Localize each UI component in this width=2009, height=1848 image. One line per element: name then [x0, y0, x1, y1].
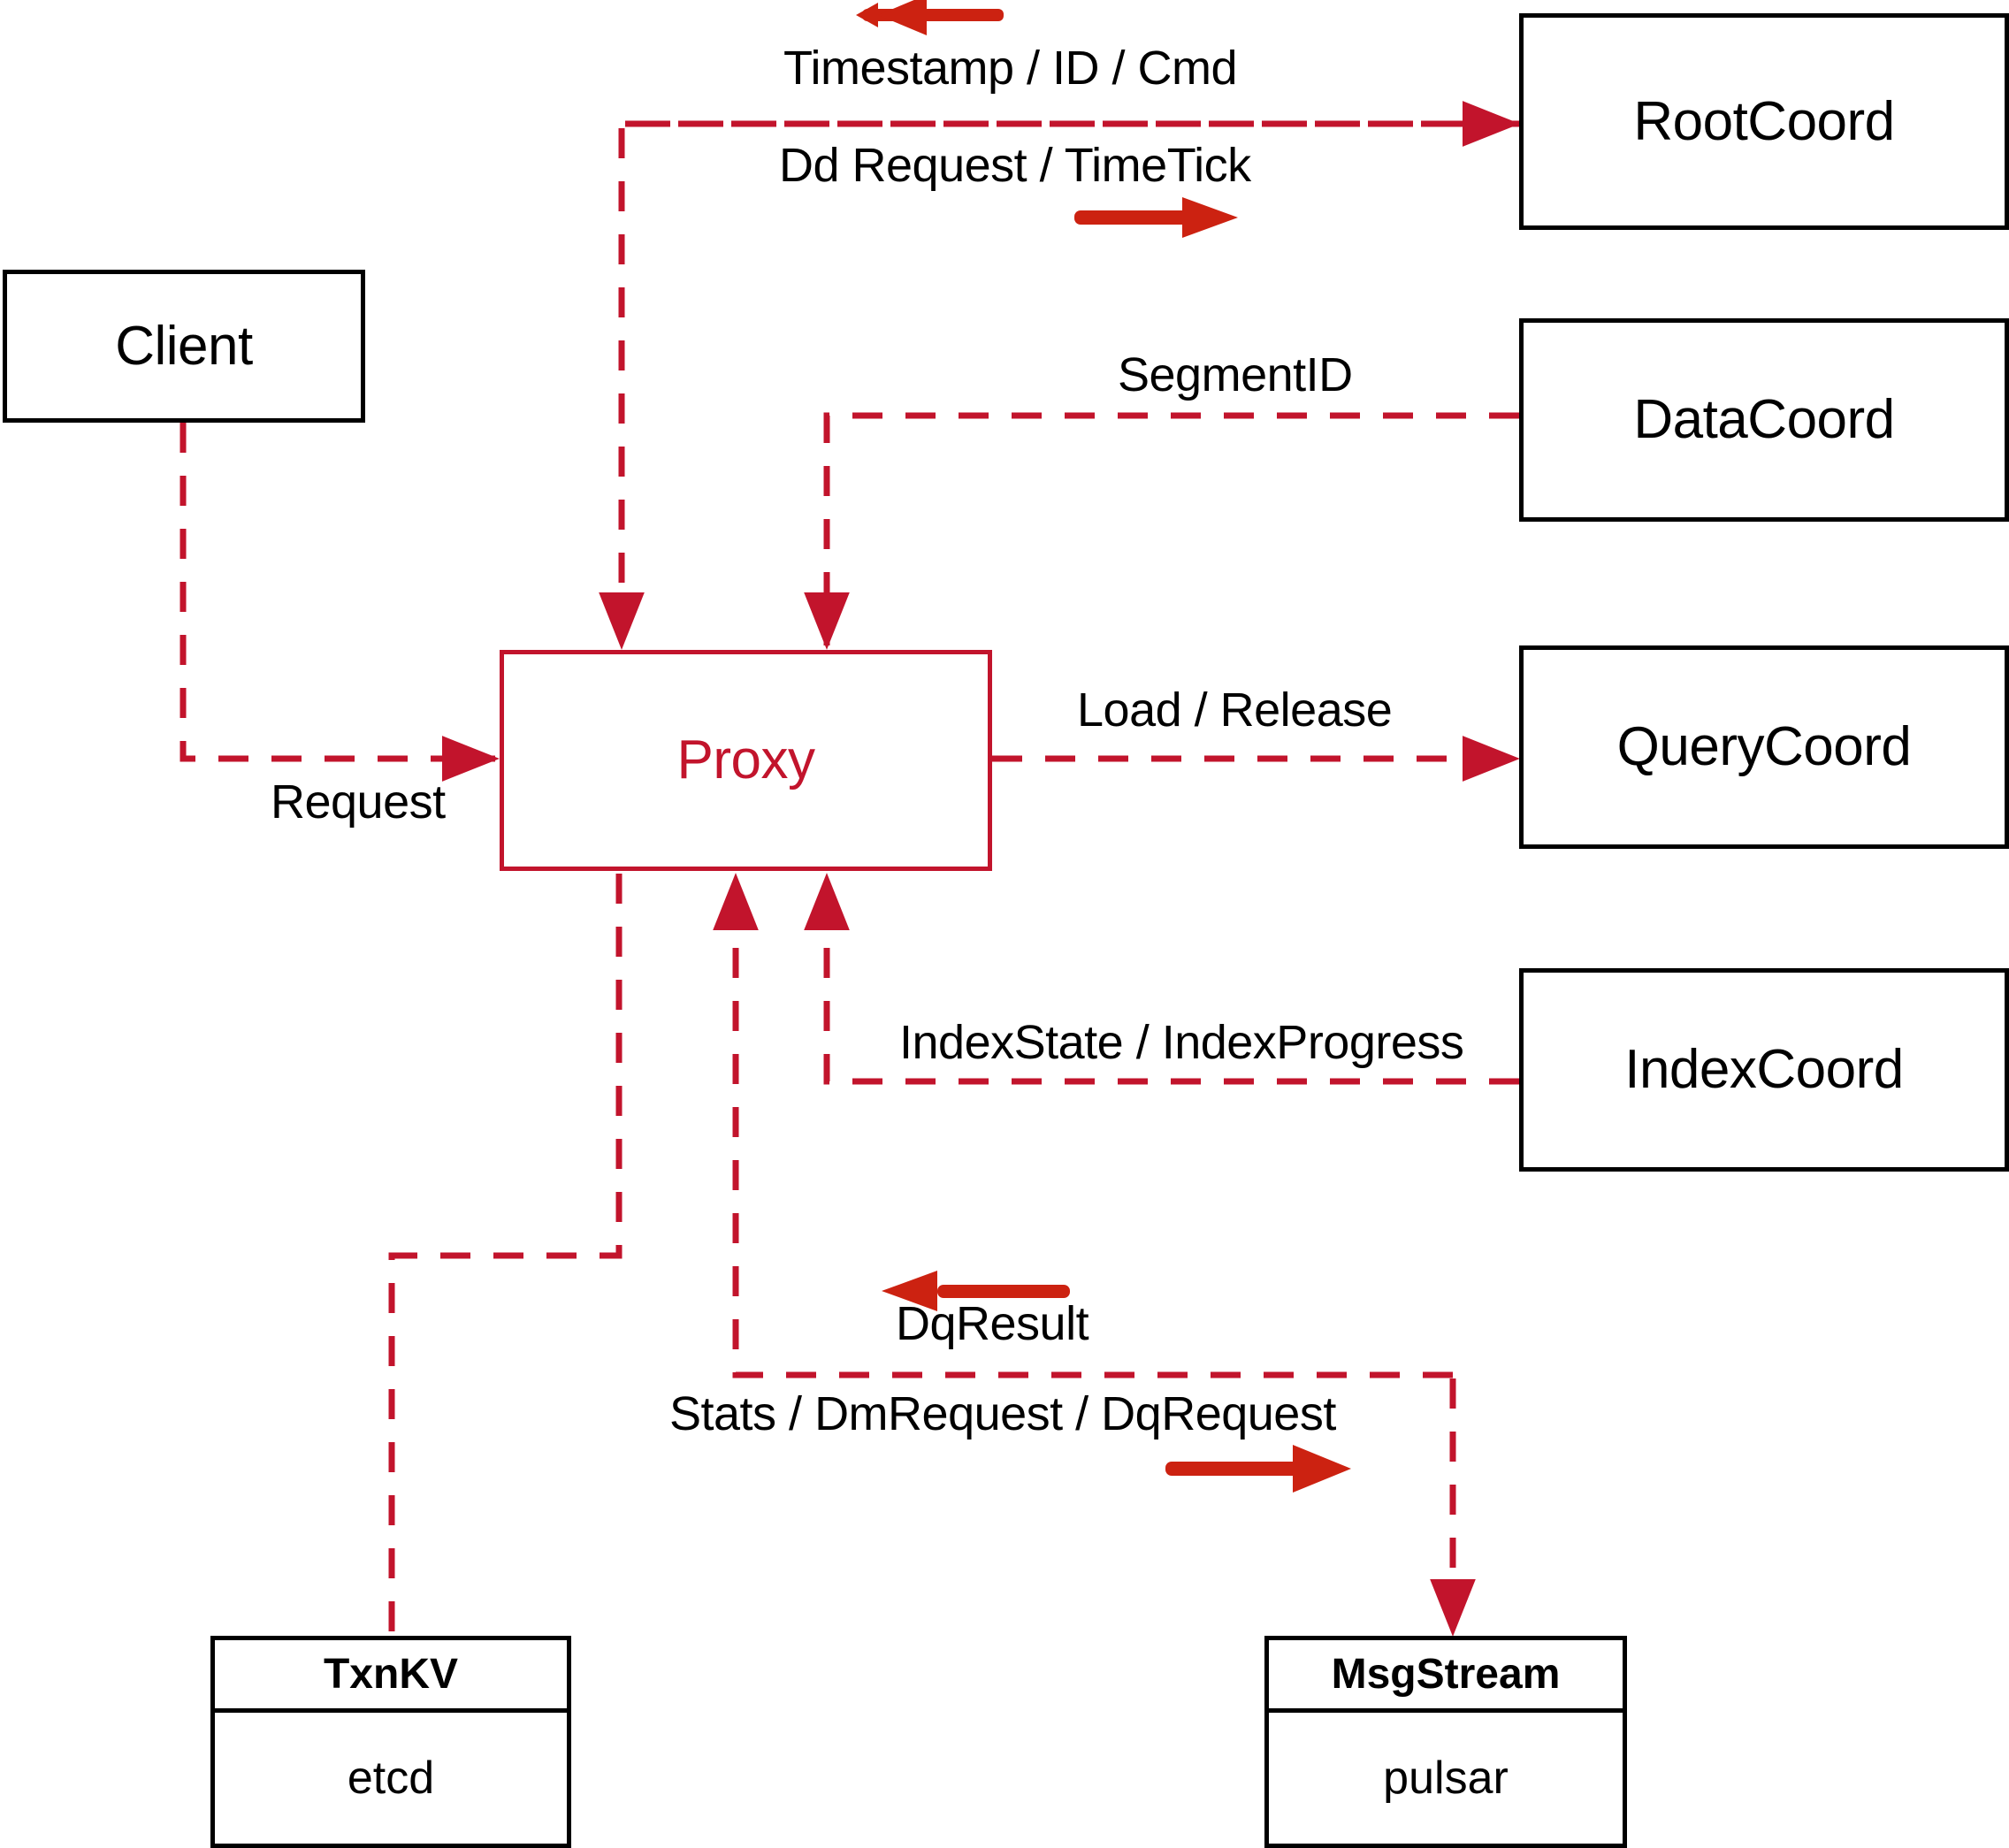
node-client-label: Client — [115, 315, 253, 377]
node-querycoord-label: QueryCoord — [1616, 716, 1912, 777]
node-indexcoord[interactable]: IndexCoord — [1519, 968, 2009, 1172]
node-proxy-label: Proxy — [676, 729, 815, 790]
node-client[interactable]: Client — [3, 270, 365, 423]
node-querycoord[interactable]: QueryCoord — [1519, 645, 2009, 849]
edge-label-stats-dmrequest-dqrequest: Stats / DmRequest / DqRequest — [669, 1387, 1336, 1440]
edge-path-request — [180, 423, 500, 782]
node-rootcoord[interactable]: RootCoord — [1519, 13, 2009, 230]
edge-label-load-release: Load / Release — [1077, 683, 1393, 737]
node-proxy[interactable]: Proxy — [500, 650, 992, 871]
node-datacoord[interactable]: DataCoord — [1519, 318, 2009, 522]
node-txnkv[interactable]: TxnKV etcd — [210, 1636, 571, 1848]
node-msgstream[interactable]: MsgStream pulsar — [1264, 1636, 1627, 1848]
edge-label-indexstate-indexprogress: IndexState / IndexProgress — [899, 1016, 1464, 1069]
node-datacoord-label: DataCoord — [1633, 389, 1895, 450]
edge-path-proxy-txnkv — [388, 874, 623, 1636]
edge-label-timestamp-id-cmd: Timestamp / ID / Cmd — [783, 42, 1238, 95]
direction-arrow-right-ddrequest — [1074, 197, 1238, 238]
edge-label-dd-request-timetick: Dd Request / TimeTick — [779, 139, 1251, 192]
node-msgstream-body: pulsar — [1383, 1753, 1509, 1804]
node-msgstream-header: MsgStream — [1269, 1640, 1623, 1713]
edge-label-request: Request — [271, 775, 446, 829]
node-txnkv-body: etcd — [347, 1753, 435, 1804]
node-txnkv-header: TxnKV — [215, 1640, 567, 1713]
node-rootcoord-label: RootCoord — [1633, 90, 1895, 152]
direction-arrow-left-timestamp — [856, 0, 1004, 35]
edge-label-segmentid: SegmentID — [1118, 348, 1353, 401]
direction-arrow-right-stats — [1165, 1445, 1351, 1493]
edge-path-segmentid — [804, 412, 1519, 650]
node-indexcoord-label: IndexCoord — [1624, 1039, 1904, 1100]
edge-path-timestamp-id-cmd — [599, 120, 1519, 650]
edge-path-dqresult — [713, 873, 1453, 1378]
edge-label-dqresult: DqResult — [896, 1297, 1089, 1350]
